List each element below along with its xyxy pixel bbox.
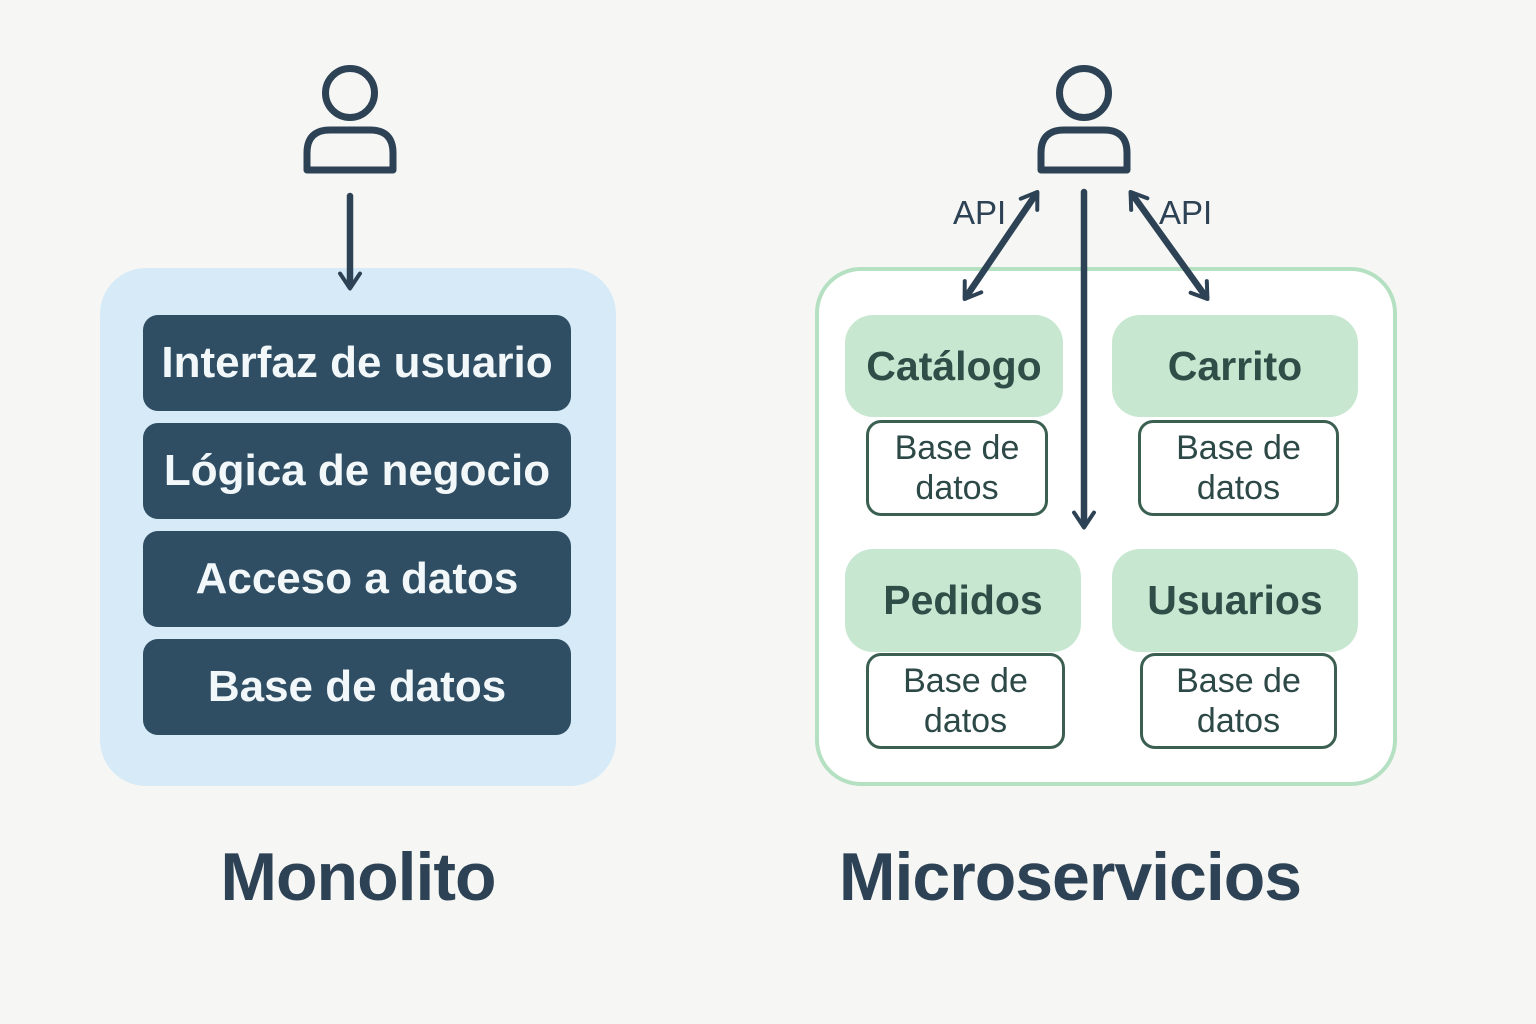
- api-label-right: API: [1159, 194, 1213, 231]
- monolith-layer-logic: Lógica de negocio: [143, 423, 571, 519]
- monolith-layer-database: Base de datos: [143, 639, 571, 735]
- monolith-title: Monolito: [220, 839, 496, 915]
- monolith-layer-data-access: Acceso a datos: [143, 531, 571, 627]
- api-label-left: API: [953, 194, 1007, 231]
- service-catalogo: Catálogo: [845, 315, 1063, 417]
- monolith-layer-ui: Interfaz de usuario: [143, 315, 571, 411]
- service-catalogo-database: Base de datos: [866, 420, 1048, 516]
- service-carrito: Carrito: [1112, 315, 1358, 417]
- service-usuarios-database: Base de datos: [1140, 653, 1337, 749]
- user-icon: [1037, 65, 1131, 174]
- user-icon: [303, 65, 397, 174]
- service-pedidos-database: Base de datos: [866, 653, 1065, 749]
- microservices-title: Microservicios: [838, 839, 1302, 915]
- service-carrito-database: Base de datos: [1138, 420, 1339, 516]
- service-usuarios: Usuarios: [1112, 549, 1358, 652]
- service-pedidos: Pedidos: [845, 549, 1081, 652]
